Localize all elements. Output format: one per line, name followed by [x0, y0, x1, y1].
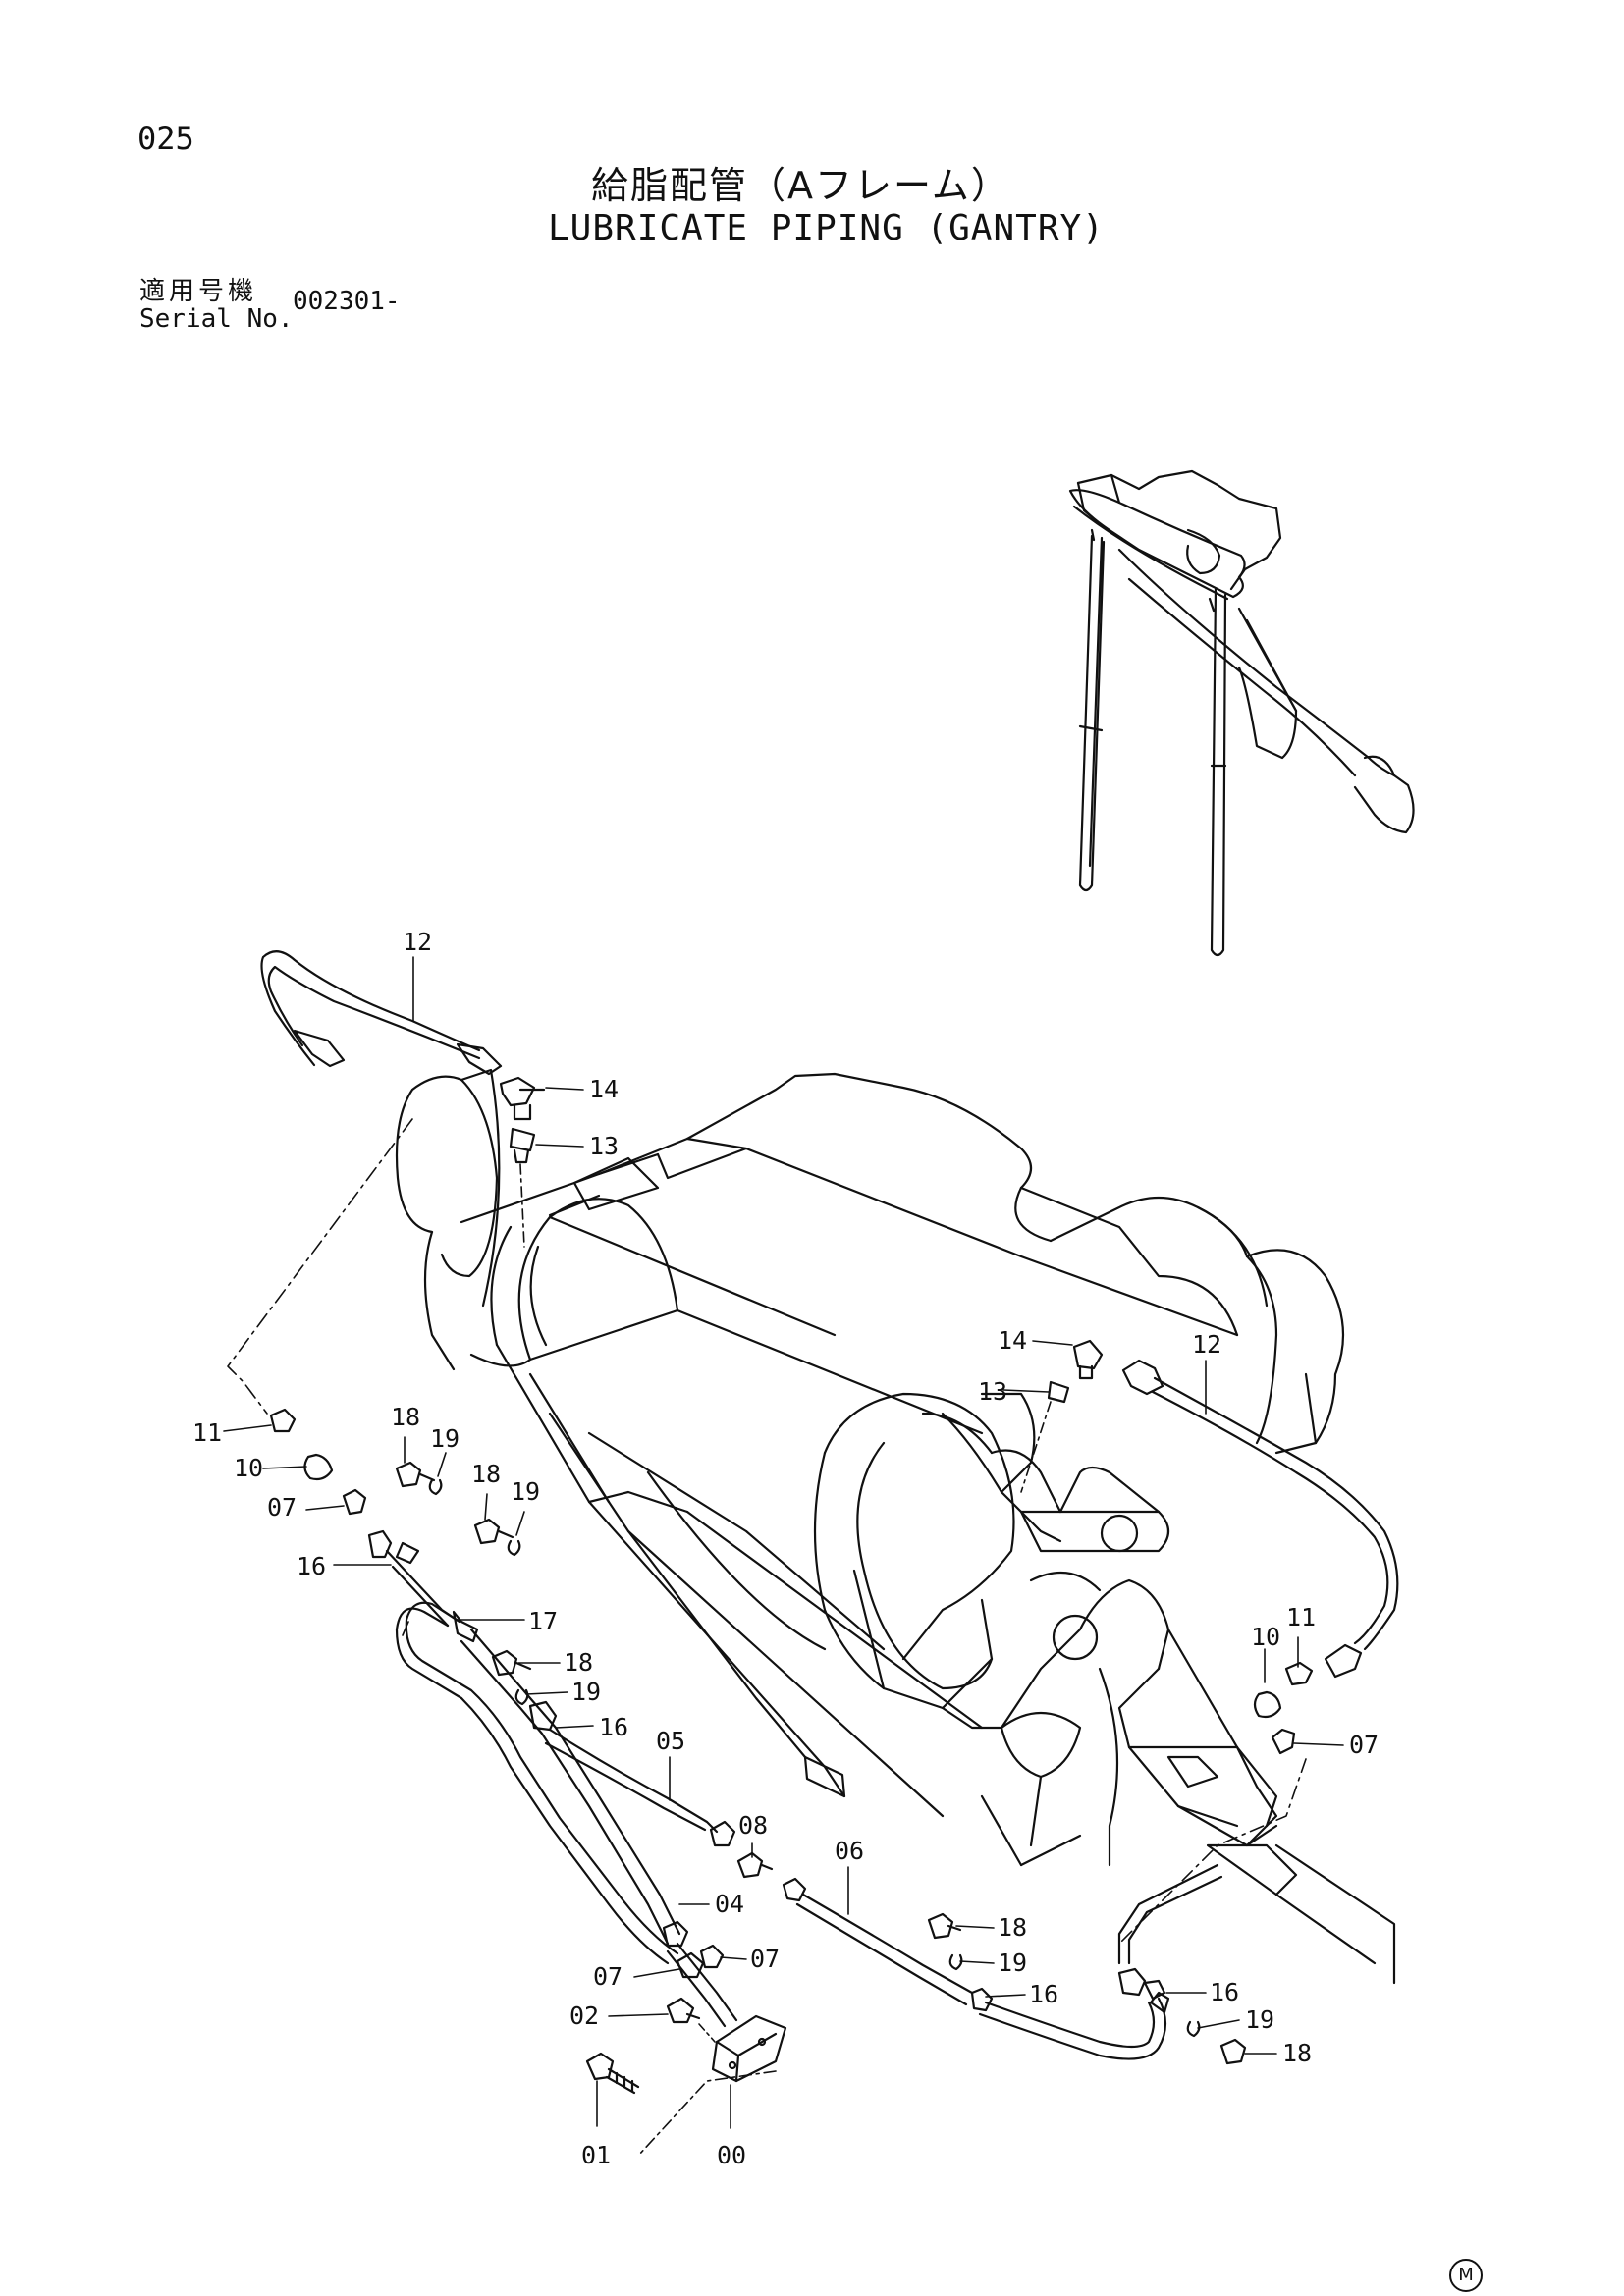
callout-label-18: 18	[564, 1648, 593, 1677]
callout-label-07: 07	[1349, 1731, 1379, 1759]
serial-label-english: Serial No.	[139, 304, 294, 334]
gantry-frame-body	[395, 1068, 1396, 1985]
callout-label-11: 11	[1286, 1603, 1316, 1631]
callout-label-04: 04	[715, 1890, 744, 1918]
callout-label-16: 16	[297, 1552, 326, 1580]
corner-circle-mark: M	[1449, 2259, 1483, 2292]
title-english: LUBRICATE PIPING (GANTRY)	[548, 208, 1105, 248]
callout-label-08: 08	[738, 1811, 768, 1840]
title-japanese: 給脂配管（Aフレーム）	[591, 164, 1010, 207]
callout-label-12: 12	[403, 928, 432, 956]
callout-label-06: 06	[835, 1837, 864, 1865]
callout-label-10: 10	[1251, 1623, 1280, 1651]
callout-label-05: 05	[656, 1727, 685, 1755]
callout-label-13: 13	[589, 1132, 619, 1160]
leader-lines	[227, 1118, 1307, 2157]
callout-label-10: 10	[234, 1454, 263, 1482]
callout-label-14: 14	[589, 1075, 619, 1103]
callout-label-07: 07	[750, 1945, 780, 1973]
callout-label-02: 02	[569, 2002, 599, 2030]
callout-label-07: 07	[593, 1962, 623, 1991]
callout-label-11: 11	[192, 1418, 222, 1447]
lube-hoses-and-pipes	[260, 950, 1399, 2095]
callout-label-07: 07	[267, 1493, 297, 1522]
callout-label-18: 18	[1282, 2039, 1312, 2067]
callout-label-16: 16	[599, 1713, 628, 1741]
callout-label-16: 16	[1210, 1978, 1239, 2006]
serial-label-japanese: 適用号機	[139, 277, 258, 306]
callout-label-12: 12	[1192, 1330, 1221, 1359]
callout-label-19: 19	[571, 1678, 601, 1706]
callout-label-18: 18	[471, 1460, 501, 1488]
callout-label-14: 14	[998, 1326, 1027, 1355]
page-number: 025	[137, 120, 194, 157]
callout-label-19: 19	[511, 1477, 540, 1506]
serial-number-value: 002301-	[293, 287, 401, 316]
callout-label-00: 00	[717, 2141, 746, 2169]
callout-label-18: 18	[391, 1403, 420, 1431]
callout-label-13: 13	[978, 1377, 1007, 1406]
part-callouts	[223, 956, 1344, 2129]
callout-label-19: 19	[998, 1949, 1027, 1977]
callout-label-16: 16	[1029, 1980, 1058, 2008]
callout-label-01: 01	[581, 2141, 611, 2169]
callout-label-19: 19	[1245, 2005, 1274, 2034]
callout-label-17: 17	[528, 1607, 558, 1635]
gantry-inset-illustration	[1068, 469, 1415, 957]
callout-label-18: 18	[998, 1913, 1027, 1942]
callout-label-19: 19	[430, 1424, 460, 1453]
